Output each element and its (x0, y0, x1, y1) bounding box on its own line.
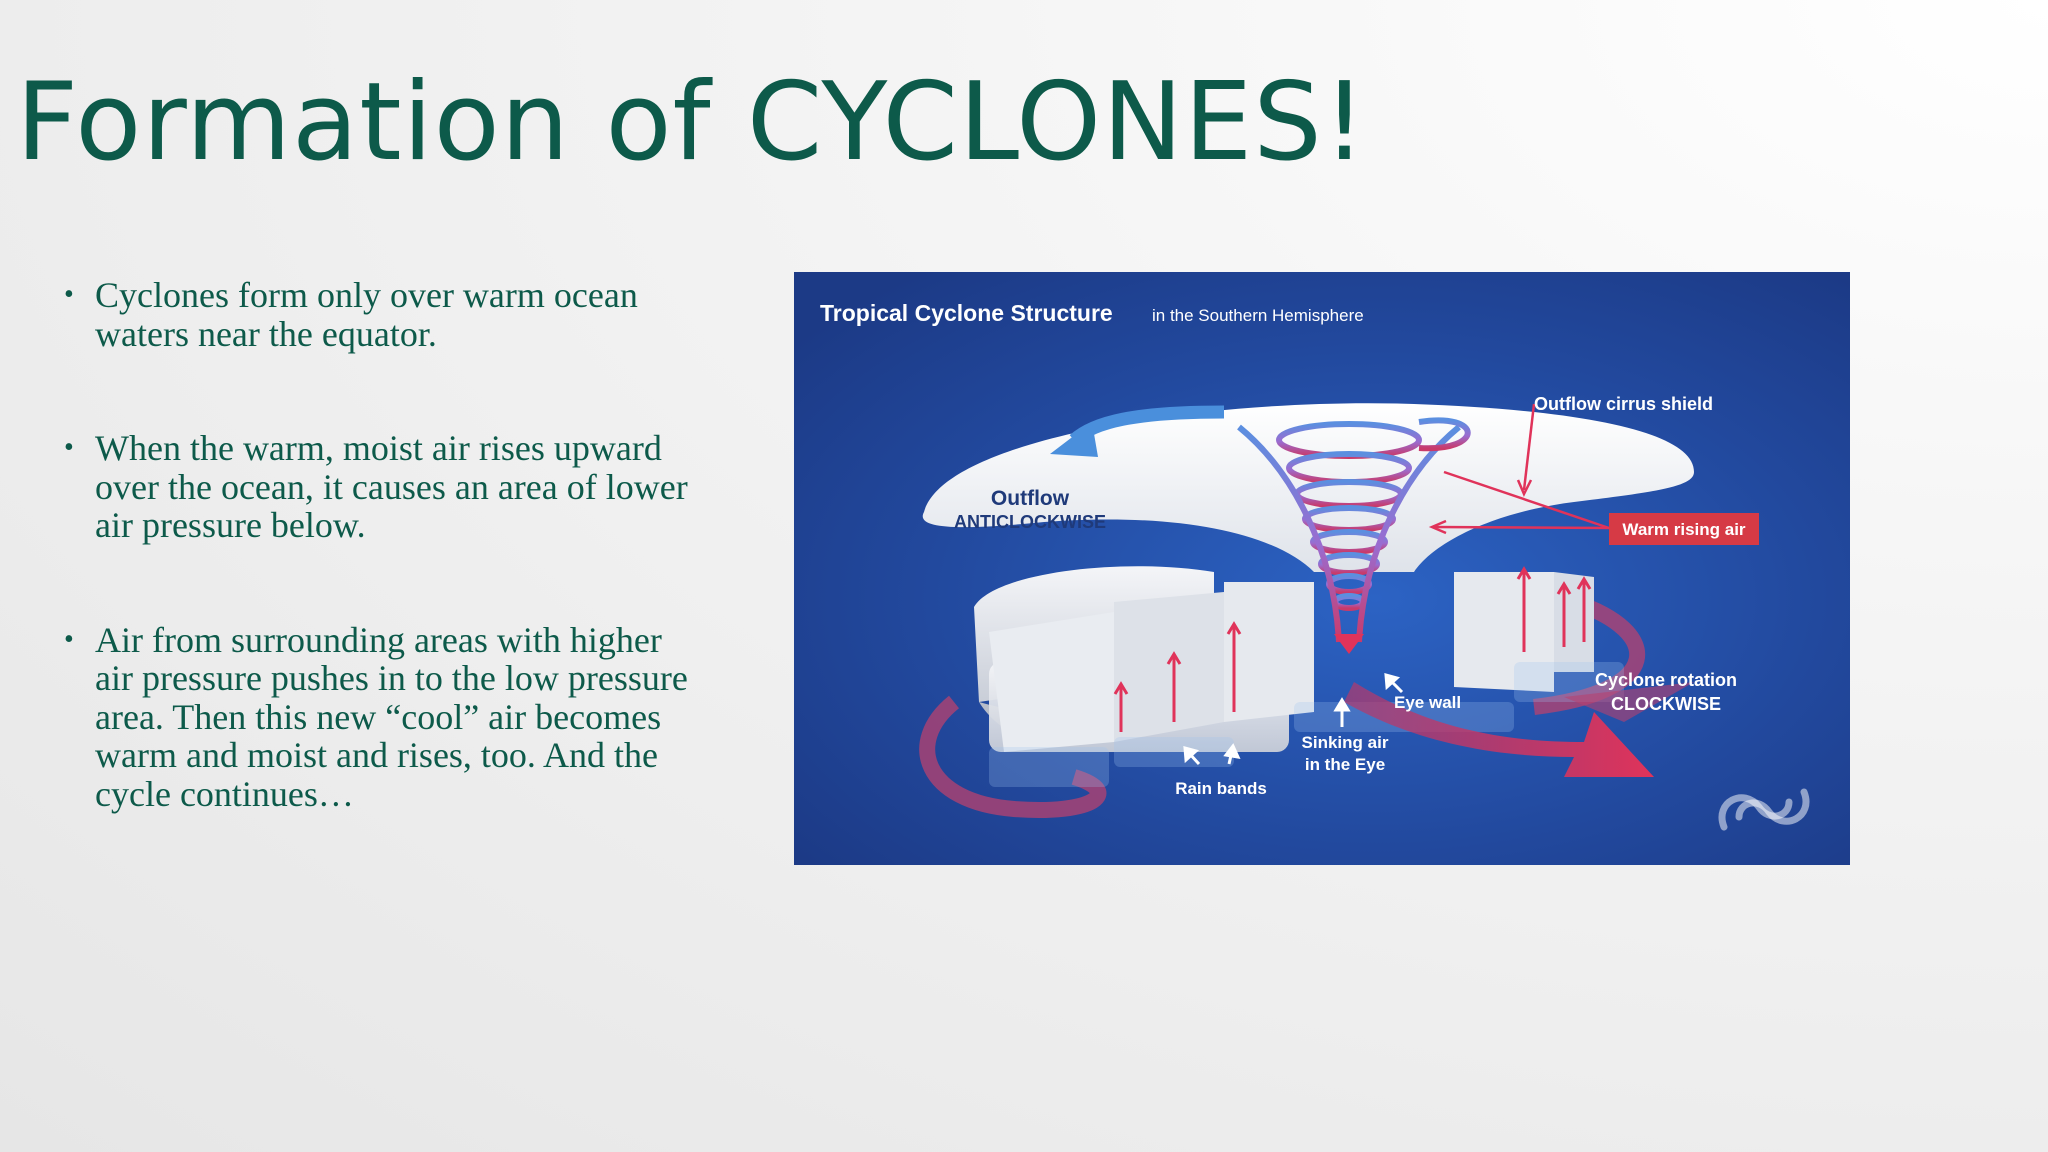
label-cyclone-rotation: Cyclone rotation (1595, 670, 1737, 690)
label-in-the-eye: in the Eye (1305, 755, 1385, 774)
label-anticlockwise: ANTICLOCKWISE (954, 512, 1106, 532)
swirl-logo-icon (1718, 788, 1810, 831)
cyclone-structure-diagram: Tropical Cyclone Structure in the Southe… (794, 272, 1850, 865)
diagram-title: Tropical Cyclone Structure (820, 300, 1113, 326)
bullet-list: Cyclones form only over warm ocean water… (62, 276, 702, 889)
diagram-svg: Tropical Cyclone Structure in the Southe… (794, 272, 1850, 865)
outflow-arrowhead (1050, 422, 1098, 457)
rotation-ring-left (919, 695, 1107, 818)
label-eye-wall: Eye wall (1394, 693, 1461, 712)
bullet-item: Cyclones form only over warm ocean water… (62, 276, 702, 353)
label-outflow: Outflow (991, 487, 1070, 510)
eye-spiral (1237, 417, 1471, 643)
label-clockwise: CLOCKWISE (1611, 694, 1721, 714)
label-outflow-cirrus-shield: Outflow cirrus shield (1534, 394, 1713, 414)
slide-title: Formation of CYCLONES! (16, 60, 1368, 185)
pointer-lines (1428, 403, 1610, 535)
warm-rising-air-badge (1609, 513, 1759, 545)
rain-band-walls (974, 566, 1594, 752)
rain-band-arrows (1113, 566, 1592, 732)
bullet-item: Air from surrounding areas with higher a… (62, 620, 702, 814)
eye-arrowhead (1334, 634, 1364, 654)
white-pointer-arrows (1183, 672, 1404, 766)
label-warm-rising-air: Warm rising air (1622, 520, 1746, 539)
rotation-arrow-tail (1564, 682, 1694, 722)
label-sinking-air: Sinking air (1302, 733, 1389, 752)
diagram-subtitle: in the Southern Hemisphere (1152, 306, 1364, 325)
bullet-item: When the warm, moist air rises upward ov… (62, 429, 702, 545)
label-rain-bands: Rain bands (1175, 779, 1267, 798)
rotation-arrow (1344, 682, 1654, 777)
